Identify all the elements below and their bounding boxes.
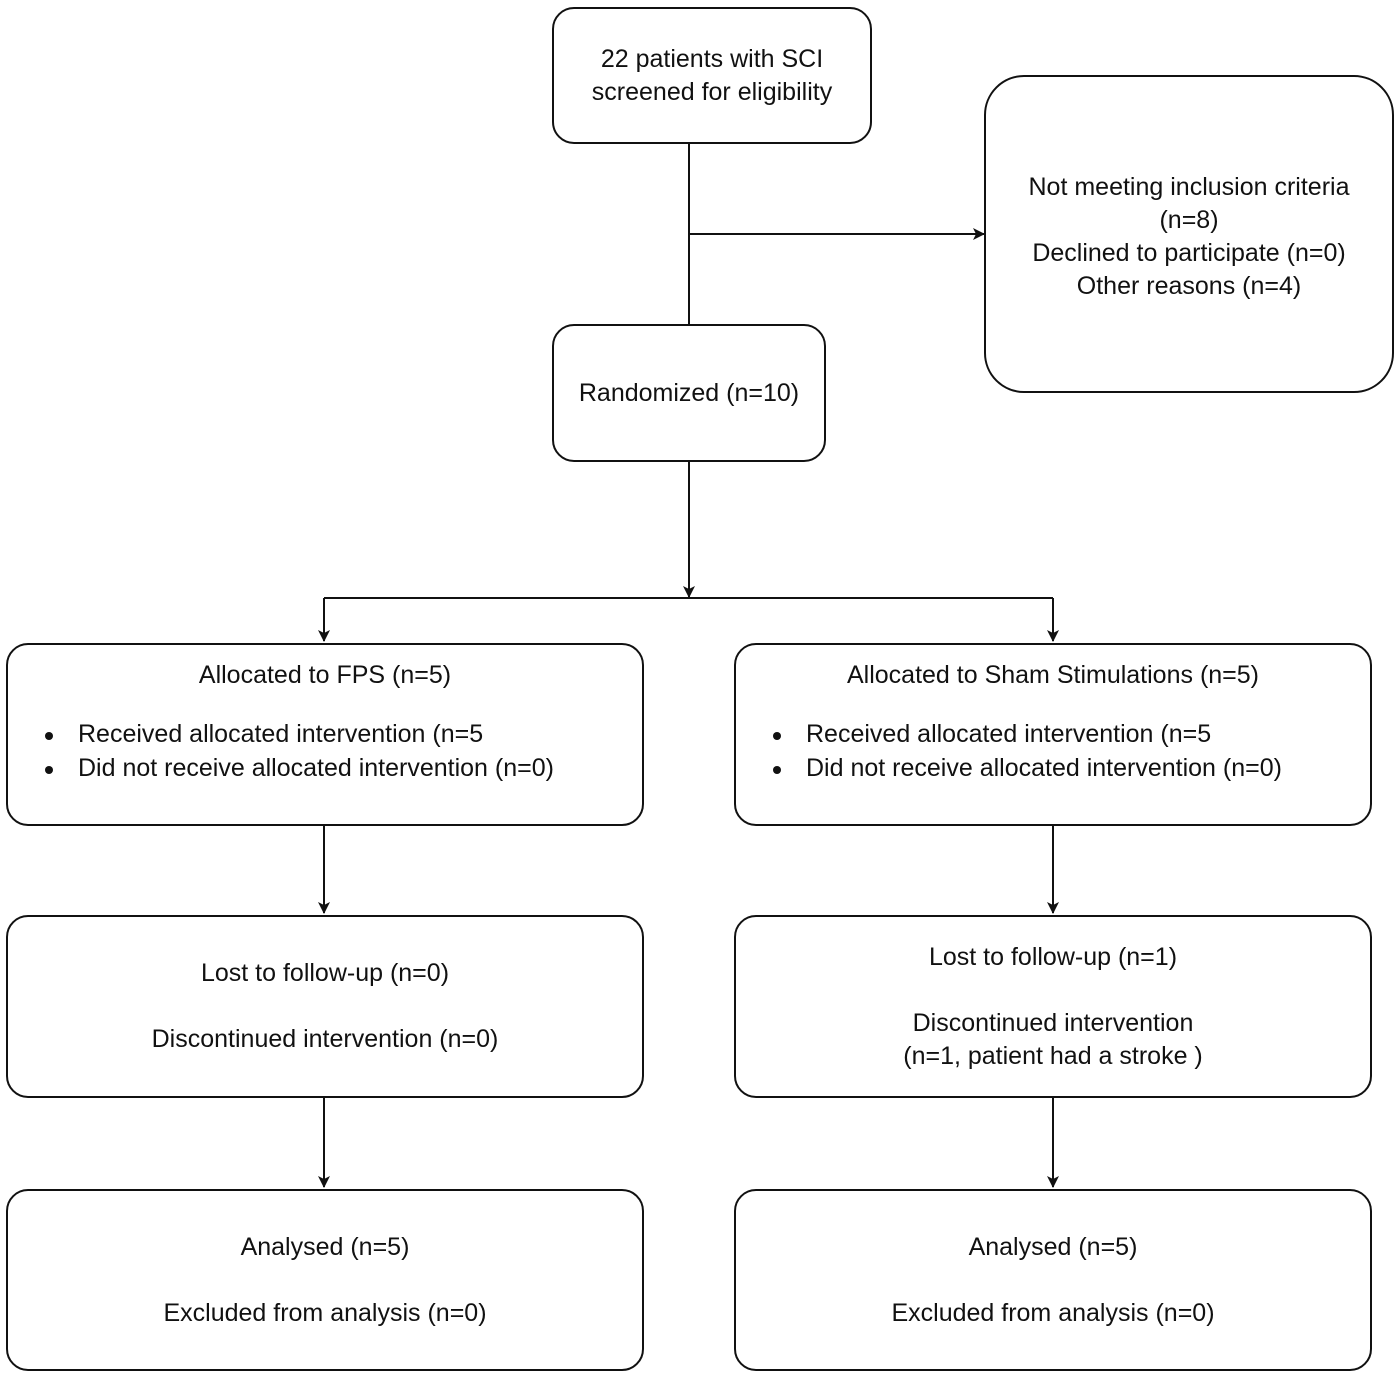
screening-line-1: 22 patients with SCI xyxy=(600,44,824,73)
right-followup-reason: (n=1, patient had a stroke ) xyxy=(903,1041,1203,1070)
right-allocation-title: Allocated to Sham Stimulations (n=5) xyxy=(846,661,1259,689)
randomized-box: Randomized (n=10) xyxy=(552,324,826,462)
right-analysed: Analysed (n=5) xyxy=(968,1232,1138,1261)
excluded-line-3: Declined to participate (n=0) xyxy=(1032,239,1346,267)
excluded-line-1: Not meeting inclusion criteria xyxy=(1028,173,1350,201)
left-followup-lost: Lost to follow-up (n=0) xyxy=(200,959,450,987)
screening-line-2: screened for eligibility xyxy=(591,77,833,106)
excluded-line-2: (n=8) xyxy=(1159,206,1219,234)
right-excluded-from-analysis: Excluded from analysis (n=0) xyxy=(891,1298,1215,1327)
screening-box: 22 patients with SCI screened for eligib… xyxy=(552,7,872,144)
right-analysis-box: Analysed (n=5) Excluded from analysis (n… xyxy=(734,1189,1372,1371)
left-followup-discontinued: Discontinued intervention (n=0) xyxy=(151,1025,499,1053)
left-allocation-bullet-received: Received allocated intervention (n=5 xyxy=(45,717,554,751)
right-followup-lost: Lost to follow-up (n=1) xyxy=(928,942,1178,971)
right-allocation-box: Allocated to Sham Stimulations (n=5) Rec… xyxy=(734,643,1372,826)
left-allocation-bullet-not-received: Did not receive allocated intervention (… xyxy=(45,751,554,785)
left-analysed: Analysed (n=5) xyxy=(240,1232,410,1261)
left-allocation-title: Allocated to FPS (n=5) xyxy=(198,661,452,689)
left-allocation-box: Allocated to FPS (n=5) Received allocate… xyxy=(6,643,644,826)
excluded-box: Not meeting inclusion criteria (n=8) Dec… xyxy=(984,75,1394,393)
left-followup-box: Lost to follow-up (n=0) Discontinued int… xyxy=(6,915,644,1098)
excluded-line-4: Other reasons (n=4) xyxy=(1076,272,1302,300)
randomized-label: Randomized (n=10) xyxy=(578,378,800,407)
left-analysis-box: Analysed (n=5) Excluded from analysis (n… xyxy=(6,1189,644,1371)
right-allocation-bullet-not-received: Did not receive allocated intervention (… xyxy=(773,751,1282,785)
left-excluded-from-analysis: Excluded from analysis (n=0) xyxy=(163,1298,487,1327)
right-followup-box: Lost to follow-up (n=1) Discontinued int… xyxy=(734,915,1372,1098)
right-allocation-bullets: Received allocated intervention (n=5 Did… xyxy=(773,717,1282,785)
right-followup-discontinued: Discontinued intervention xyxy=(912,1008,1194,1037)
right-allocation-bullet-received: Received allocated intervention (n=5 xyxy=(773,717,1282,751)
left-allocation-bullets: Received allocated intervention (n=5 Did… xyxy=(45,717,554,785)
